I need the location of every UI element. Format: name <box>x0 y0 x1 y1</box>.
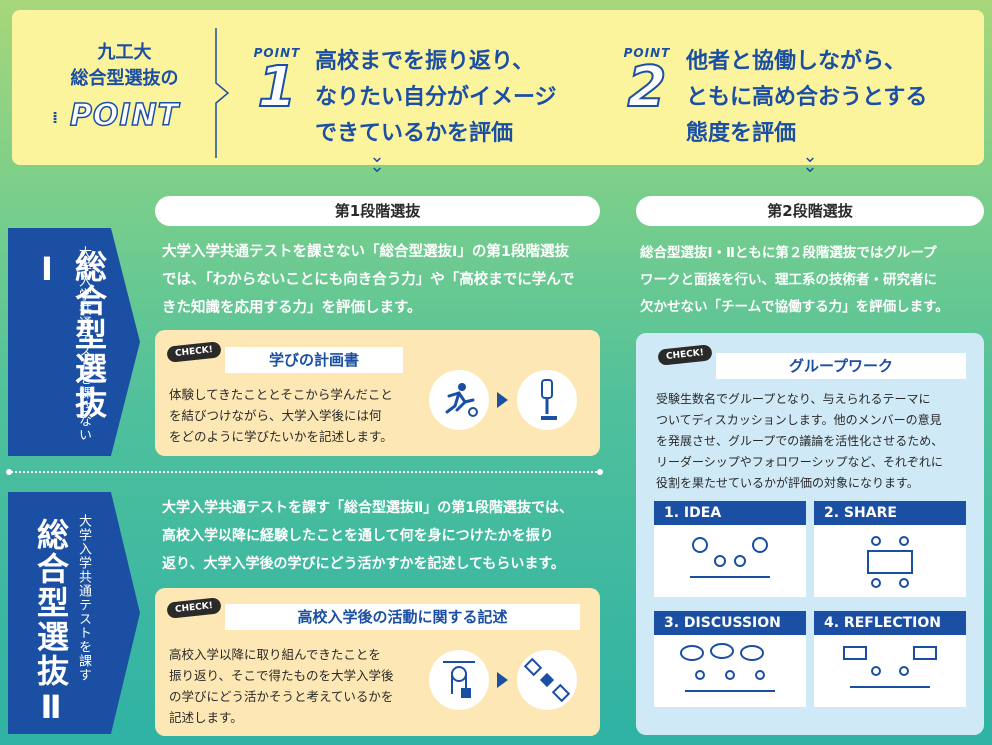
point1-word: POINT <box>253 46 301 60</box>
card-line: 役割を果たせているかが評価の対象になります。 <box>656 476 919 490</box>
divider-dot <box>597 469 603 475</box>
check-badge: CHECK! <box>166 597 222 619</box>
athlete-icon <box>429 370 489 430</box>
point2-text: 他者と協働しながら、 ともに高め合おうとする 態度を評価 <box>686 44 927 152</box>
desc-line: きた知識を応用する力」を評価します。 <box>162 300 422 316</box>
desc-line: ワークと面接を行い、理工系の技術者・研究者に <box>640 272 937 288</box>
reflection-icon <box>843 646 937 688</box>
step-idea: 1. IDEA <box>654 501 806 597</box>
point1-line: 高校までを振り返り、 <box>315 49 535 74</box>
track2-card-text: 高校入学以降に取り組んできたことを 振り返り、そこで得たものを大学入学後 の学び… <box>169 644 419 728</box>
stage2-description: 総合型選抜Ⅰ・Ⅱともに第２段階選抜ではグループ ワークと面接を行い、理工系の技術… <box>640 240 988 321</box>
track2-title: 総合型選抜Ⅱ <box>32 518 70 728</box>
step-idea-label: 1. IDEA <box>654 501 806 525</box>
card-line: を発展させ、グループでの議論を活性化させるため、 <box>656 434 944 448</box>
arrow-right-icon <box>497 392 508 408</box>
card-line: ついてディスカッションします。他のメンバーの意見 <box>656 413 942 427</box>
track1-tab: 総合型選抜Ⅰ 大学入学共通テストを課さない <box>8 228 140 456</box>
point2-number: 2 <box>627 55 668 120</box>
desc-line: 高校入学以降に経験したことを通して何を身につけたかを振り <box>162 528 554 544</box>
point1-text: 高校までを振り返り、 なりたい自分がイメージ できているかを評価 <box>315 44 557 152</box>
pulley-icon <box>429 650 489 710</box>
track1-title: 総合型選抜Ⅰ <box>28 250 108 420</box>
card-line: 記述します。 <box>169 710 243 725</box>
stage2-label: 第2段階選抜 <box>636 196 984 226</box>
point1-line: なりたい自分がイメージ <box>315 85 557 110</box>
check-badge: CHECK! <box>657 344 713 366</box>
group-work-card: CHECK! グループワーク 受験生数名でグループとなり、与えられるテーマに つ… <box>636 333 984 735</box>
card-line: を結びつけながら、大学入学後には何 <box>169 408 382 423</box>
track1-card-text: 体験してきたこととそこから学んだこと を結びつけながら、大学入学後には何 をどの… <box>169 384 419 447</box>
desc-line: 大学入学共通テストを課さない「総合型選抜Ⅰ」の第1段階選抜 <box>162 244 569 260</box>
card-line: リーダーシップやフォロワーシップなど、それぞれに <box>656 455 943 469</box>
step-share: 2. SHARE <box>814 501 966 597</box>
step-reflection: 4. REFLECTION <box>814 611 966 707</box>
point1-line: できているかを評価 <box>315 121 514 146</box>
banner-title-point: POINT <box>69 97 180 134</box>
track1-subtitle: 大学入学共通テストを課さない <box>76 246 91 442</box>
track2-subtitle: 大学入学共通テストを課す <box>76 514 91 682</box>
discussion-icon <box>680 643 775 692</box>
stage1-label: 第1段階選抜 <box>155 196 600 226</box>
card-line: 体験してきたこととそこから学んだこと <box>169 387 393 402</box>
point1-marker: POINT 1 <box>252 46 302 120</box>
banner-title-line1: 九工大 <box>97 42 152 63</box>
desc-line: 返り、大学入学後の学びにどう活かすかを記述してもらいます。 <box>162 556 565 572</box>
desc-line: 大学入学共通テストを課す「総合型選抜Ⅱ」の第1段階選抜では、 <box>162 500 573 516</box>
section-divider <box>8 471 600 473</box>
share-icon <box>867 536 913 588</box>
point2-line: 態度を評価 <box>686 121 797 146</box>
point1-number: 1 <box>257 55 298 120</box>
arrow-right-icon <box>497 672 508 688</box>
check-badge: CHECK! <box>166 341 222 363</box>
card-line: 振り返り、そこで得たものを大学入学後 <box>169 668 394 683</box>
banner-title-line2: 総合型選抜の <box>70 68 179 89</box>
step-discussion-label: 3. DISCUSSION <box>654 611 806 635</box>
divider-dot <box>6 469 12 475</box>
track1-check-card: CHECK! 学びの計画書 体験してきたこととそこから学んだこと を結びつけなが… <box>155 330 600 456</box>
chevron-divider-icon <box>215 28 230 158</box>
group-work-title: グループワーク <box>716 353 966 379</box>
track2-card-title: 高校入学後の活動に関する記述 <box>225 604 580 630</box>
sparkle-icon: ⁞ <box>52 108 59 127</box>
step-discussion: 3. DISCUSSION <box>654 611 806 707</box>
step-share-label: 2. SHARE <box>814 501 966 525</box>
track1-description: 大学入学共通テストを課さない「総合型選抜Ⅰ」の第1段階選抜 では、「わからないこ… <box>162 238 602 322</box>
desc-line: では、「わからないことにも向き合う力」や「高校までに学んで <box>162 272 575 288</box>
track2-description: 大学入学共通テストを課す「総合型選抜Ⅱ」の第1段階選抜では、 高校入学以降に経験… <box>162 494 602 578</box>
point2-marker: POINT 2 <box>622 46 672 120</box>
track1-card-title: 学びの計画書 <box>225 347 403 373</box>
chevron-down-icon: ⌄⌄ <box>802 146 818 177</box>
desc-line: 欠かせない「チームで協働する力」を評価します。 <box>640 299 949 315</box>
card-line: 高校入学以降に取り組んできたことを <box>169 647 381 662</box>
track2-tab: 総合型選抜Ⅱ 大学入学共通テストを課す <box>8 492 140 734</box>
point2-line: ともに高め合おうとする <box>686 85 928 110</box>
group-work-text: 受験生数名でグループとなり、与えられるテーマに ついてディスカッションします。他… <box>656 389 976 494</box>
satellite-icon <box>517 650 577 710</box>
step-reflection-label: 4. REFLECTION <box>814 611 966 635</box>
point2-word: POINT <box>623 46 671 60</box>
idea-icon <box>690 537 770 578</box>
card-line: の学びにどう活かそうと考えているかを <box>169 689 394 704</box>
desc-line: 総合型選抜Ⅰ・Ⅱともに第２段階選抜ではグループ <box>640 245 937 261</box>
chevron-down-icon: ⌄⌄ <box>369 146 385 177</box>
track2-check-card: CHECK! 高校入学後の活動に関する記述 高校入学以降に取り組んできたことを … <box>155 588 600 736</box>
top-banner: 九工大 総合型選抜の POINT ⁞ POINT 1 高校までを振り返り、 なり… <box>12 10 984 165</box>
prosthetic-leg-icon <box>517 370 577 430</box>
point2-line: 他者と協働しながら、 <box>686 49 907 74</box>
banner-title: 九工大 総合型選抜の POINT ⁞ <box>42 40 207 134</box>
card-line: をどのように学びたいかを記述します。 <box>169 429 393 444</box>
card-line: 受験生数名でグループとなり、与えられるテーマに <box>656 392 931 406</box>
